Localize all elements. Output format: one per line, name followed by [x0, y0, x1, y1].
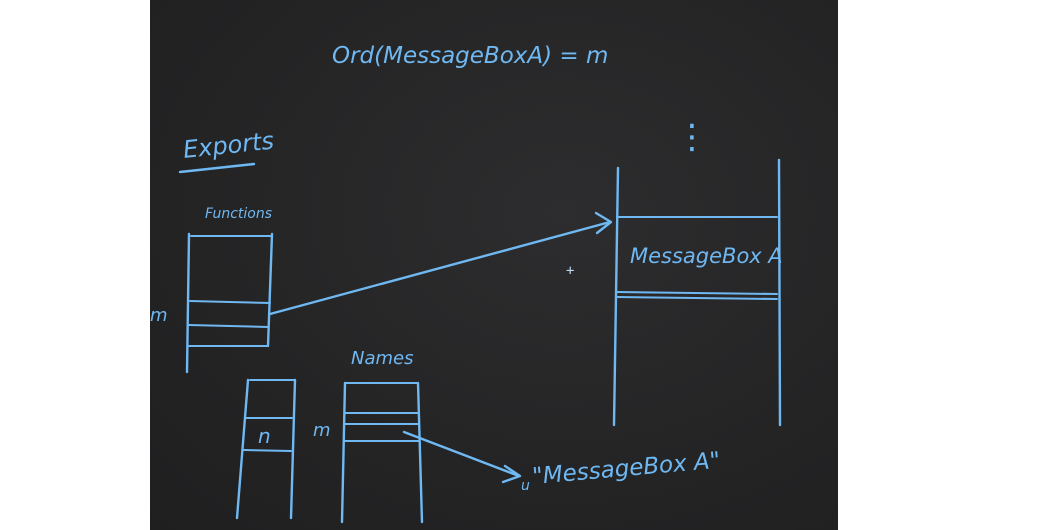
ordinals-table-right-edge: [289, 378, 297, 520]
names-row-marker: m: [313, 420, 331, 441]
ordinals-table-row-line: [243, 449, 292, 452]
ordinals-cell-value: n: [258, 424, 271, 448]
blackboard: [150, 0, 838, 530]
exports-underline: [178, 162, 256, 174]
names-table-right-edge: [416, 381, 424, 524]
memory-column: [612, 158, 782, 427]
memory-slot-bottom-line: [616, 291, 778, 295]
name-pointer-arrow: [402, 430, 522, 484]
ordinal-formula: Ord(MessageBoxA) = m: [332, 43, 608, 69]
arrow-head: [501, 464, 522, 484]
ordinals-table: [235, 378, 297, 520]
memory-column-right-edge: [777, 158, 782, 427]
functions-table-row-line: [188, 324, 269, 328]
names-table-left-edge: [340, 381, 347, 524]
functions-label: Functions: [205, 206, 272, 222]
names-label: Names: [351, 348, 413, 369]
names-table: [340, 381, 424, 524]
functions-table: [185, 232, 274, 374]
functions-table-left-edge: [185, 232, 191, 374]
functions-table-row-line: [189, 300, 271, 304]
ordinals-table-left-edge: [235, 378, 250, 520]
function-pointer-arrow: [268, 211, 613, 316]
arrow-shaft: [268, 220, 612, 316]
functions-table-right-edge: [266, 232, 274, 348]
arrow-head: [594, 211, 613, 235]
cursor-crosshair-icon: +: [566, 263, 574, 279]
arrow-shaft: [402, 430, 521, 478]
functions-row-marker: m: [150, 305, 168, 326]
name-string: "MessageBox A": [531, 448, 721, 490]
memory-slot-bottom-line: [616, 296, 778, 300]
function-slot-label: MessageBox A: [630, 244, 783, 268]
name-string-marker: u: [521, 478, 530, 494]
memory-column-left-edge: [612, 166, 620, 427]
exports-heading: Exports: [182, 127, 276, 164]
continuation-dots: ⋮: [675, 117, 709, 157]
